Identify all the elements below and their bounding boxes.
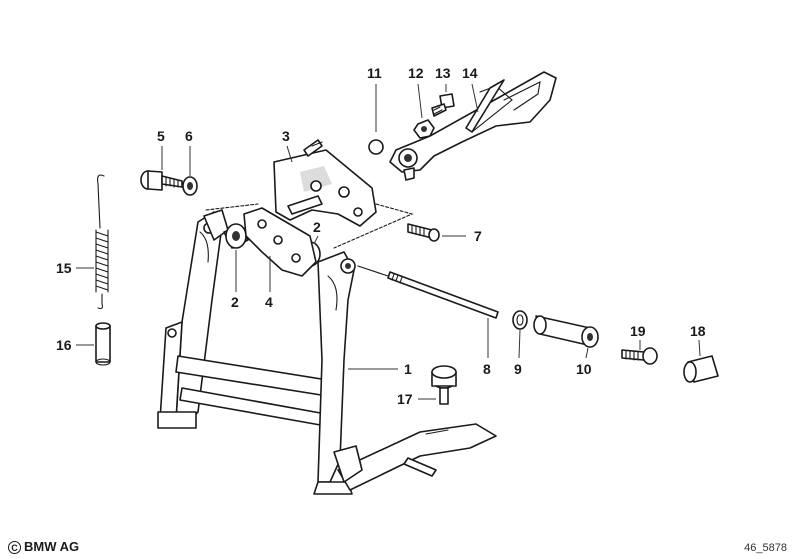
part-18-cap bbox=[683, 355, 719, 383]
part-7-bolt bbox=[407, 223, 440, 242]
callout-5: 5 bbox=[157, 128, 165, 144]
callout-8: 8 bbox=[483, 361, 491, 377]
part-9-circlip bbox=[512, 310, 528, 330]
diagram-code: 46_5878 bbox=[744, 542, 787, 554]
callout-2-upper: 2 bbox=[313, 219, 321, 235]
callout-19: 19 bbox=[630, 323, 646, 339]
part-6-washer bbox=[182, 176, 198, 196]
callout-2-lower: 2 bbox=[231, 294, 239, 310]
part-15-spring bbox=[95, 174, 109, 310]
callout-18: 18 bbox=[690, 323, 706, 339]
part-4-link-plate bbox=[243, 207, 317, 277]
part-5-bolt bbox=[140, 170, 183, 191]
callout-12: 12 bbox=[408, 65, 424, 81]
callout-15: 15 bbox=[56, 260, 72, 276]
leader-lines bbox=[76, 83, 701, 400]
callout-6: 6 bbox=[185, 128, 193, 144]
part-11-cap bbox=[368, 139, 384, 155]
callout-11: 11 bbox=[367, 65, 382, 81]
copyright-text: BMW AG bbox=[24, 539, 80, 554]
callout-16: 16 bbox=[56, 337, 72, 353]
part-14-pedal bbox=[389, 71, 557, 181]
part-2-bushing-left bbox=[223, 223, 249, 249]
callout-3: 3 bbox=[282, 128, 290, 144]
copyright-icon: C bbox=[8, 541, 21, 554]
part-3-bracket bbox=[205, 139, 414, 249]
part-10-pin bbox=[533, 315, 599, 348]
callout-1: 1 bbox=[404, 361, 412, 377]
callout-14: 14 bbox=[462, 65, 478, 81]
callout-9: 9 bbox=[514, 361, 522, 377]
callout-13: 13 bbox=[435, 65, 451, 81]
callout-7: 7 bbox=[474, 228, 482, 244]
callout-17: 17 bbox=[397, 391, 413, 407]
part-16-sleeve bbox=[95, 322, 111, 366]
part-19-screw bbox=[621, 347, 658, 365]
part-17-buffer bbox=[431, 365, 457, 405]
part-13-screw bbox=[431, 93, 455, 117]
callout-labels: 11 12 13 14 5 6 3 7 2 2 15 4 16 1 8 9 10… bbox=[56, 65, 706, 407]
part-8-axle bbox=[357, 265, 499, 319]
callout-10: 10 bbox=[576, 361, 592, 377]
part-1-center-stand bbox=[157, 209, 497, 495]
callout-4: 4 bbox=[265, 294, 273, 310]
